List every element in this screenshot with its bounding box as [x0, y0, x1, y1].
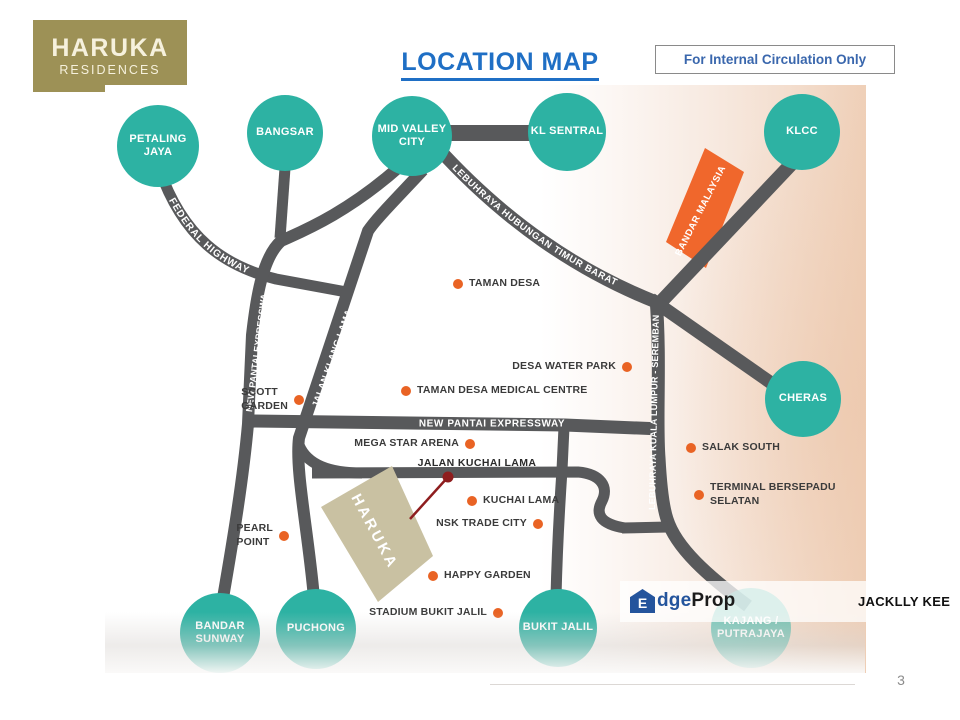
footer-divider: [490, 684, 855, 685]
road-bangsar-link: [274, 167, 291, 239]
page-number: 3: [897, 672, 905, 688]
road-label-kl-seremban: LEBUHRAYA KUALA LUMPUR - SEREMBAN: [647, 315, 661, 511]
road-jalan-kuchai-lama: [311, 466, 627, 534]
edgeprop-wordmark: dgeProp: [657, 590, 736, 611]
road-cheras-link: [647, 293, 781, 393]
poi-dot: [622, 361, 632, 372]
poi-dot: [401, 385, 411, 396]
site-marker-dot: [442, 471, 454, 483]
poi-nsk-trade-city: NSK TRADE CITY: [436, 517, 543, 531]
poi-dot: [279, 530, 289, 541]
node-kl-sentral: KL SENTRAL: [528, 93, 606, 171]
bandar-malaysia-area: [666, 148, 744, 268]
poi-dot: [467, 495, 477, 506]
poi-dot: [694, 489, 704, 500]
poi-stadium-bukit-jalil: STADIUM BUKIT JALIL: [369, 606, 503, 620]
road-seremban-stub: [621, 521, 669, 534]
road-label-npe-horizontal: NEW PANTAI EXPRESSWAY: [419, 419, 565, 430]
edgeprop-logo: E dgeProp: [630, 586, 735, 616]
node-puchong: PUCHONG: [276, 589, 356, 669]
poi-taman-desa: TAMAN DESA: [453, 277, 540, 291]
haruka-site-area: [321, 466, 433, 602]
road-jalan-klang-lama: [292, 165, 428, 599]
poi-happy-garden: HAPPY GARDEN: [428, 569, 531, 583]
roads: [153, 125, 805, 612]
poi-desa-water-park: DESA WATER PARK: [512, 360, 632, 374]
poi-kuchai-lama: KUCHAI LAMA: [467, 494, 559, 508]
poi-dot: [686, 442, 696, 453]
poi-dot: [453, 278, 463, 289]
edgeprop-house-icon: E: [630, 589, 655, 613]
edgeprop-band: [620, 581, 866, 622]
node-klcc: KLCC: [764, 94, 840, 170]
logo-subtitle: RESIDENCES: [59, 63, 161, 78]
poi-dot: [493, 607, 503, 618]
node-cheras: CHERAS: [765, 361, 841, 437]
road-lebuhraya-kl-seremban: [649, 297, 752, 612]
haruka-logo: HARUKA RESIDENCES: [33, 20, 187, 92]
road-new-pantai-expressway: [217, 162, 403, 600]
road-label-jalan-kuchai-lama: JALAN KUCHAI LAMA: [418, 457, 537, 469]
poi-dot: [294, 394, 304, 405]
poi-salak-south: SALAK SOUTH: [686, 441, 780, 455]
node-bangsar: BANGSAR: [247, 95, 323, 171]
author-name: JACKLLY KEE: [858, 594, 951, 609]
poi-mega-star-arena: MEGA STAR ARENA: [354, 437, 475, 451]
road-bukit-jalil-link: [550, 426, 570, 598]
logo-title: HARUKA: [51, 33, 169, 62]
page-title: LOCATION MAP: [378, 48, 622, 81]
poi-taman-desa-medical-centre: TAMAN DESA MEDICAL CENTRE: [401, 384, 587, 398]
poi-dot: [465, 438, 475, 449]
notice-badge: For Internal Circulation Only: [655, 45, 895, 74]
road-new-pantai-expressway-horizontal: [249, 414, 662, 436]
road-klcc-link: [651, 151, 805, 311]
poi-dot: [428, 570, 438, 581]
poi-dot: [533, 518, 543, 529]
site-marker-line: [409, 476, 449, 520]
road-lebuhraya-hubungan-timur-barat: [431, 141, 659, 309]
node-bukit-jalil: BUKIT JALIL: [519, 589, 597, 667]
